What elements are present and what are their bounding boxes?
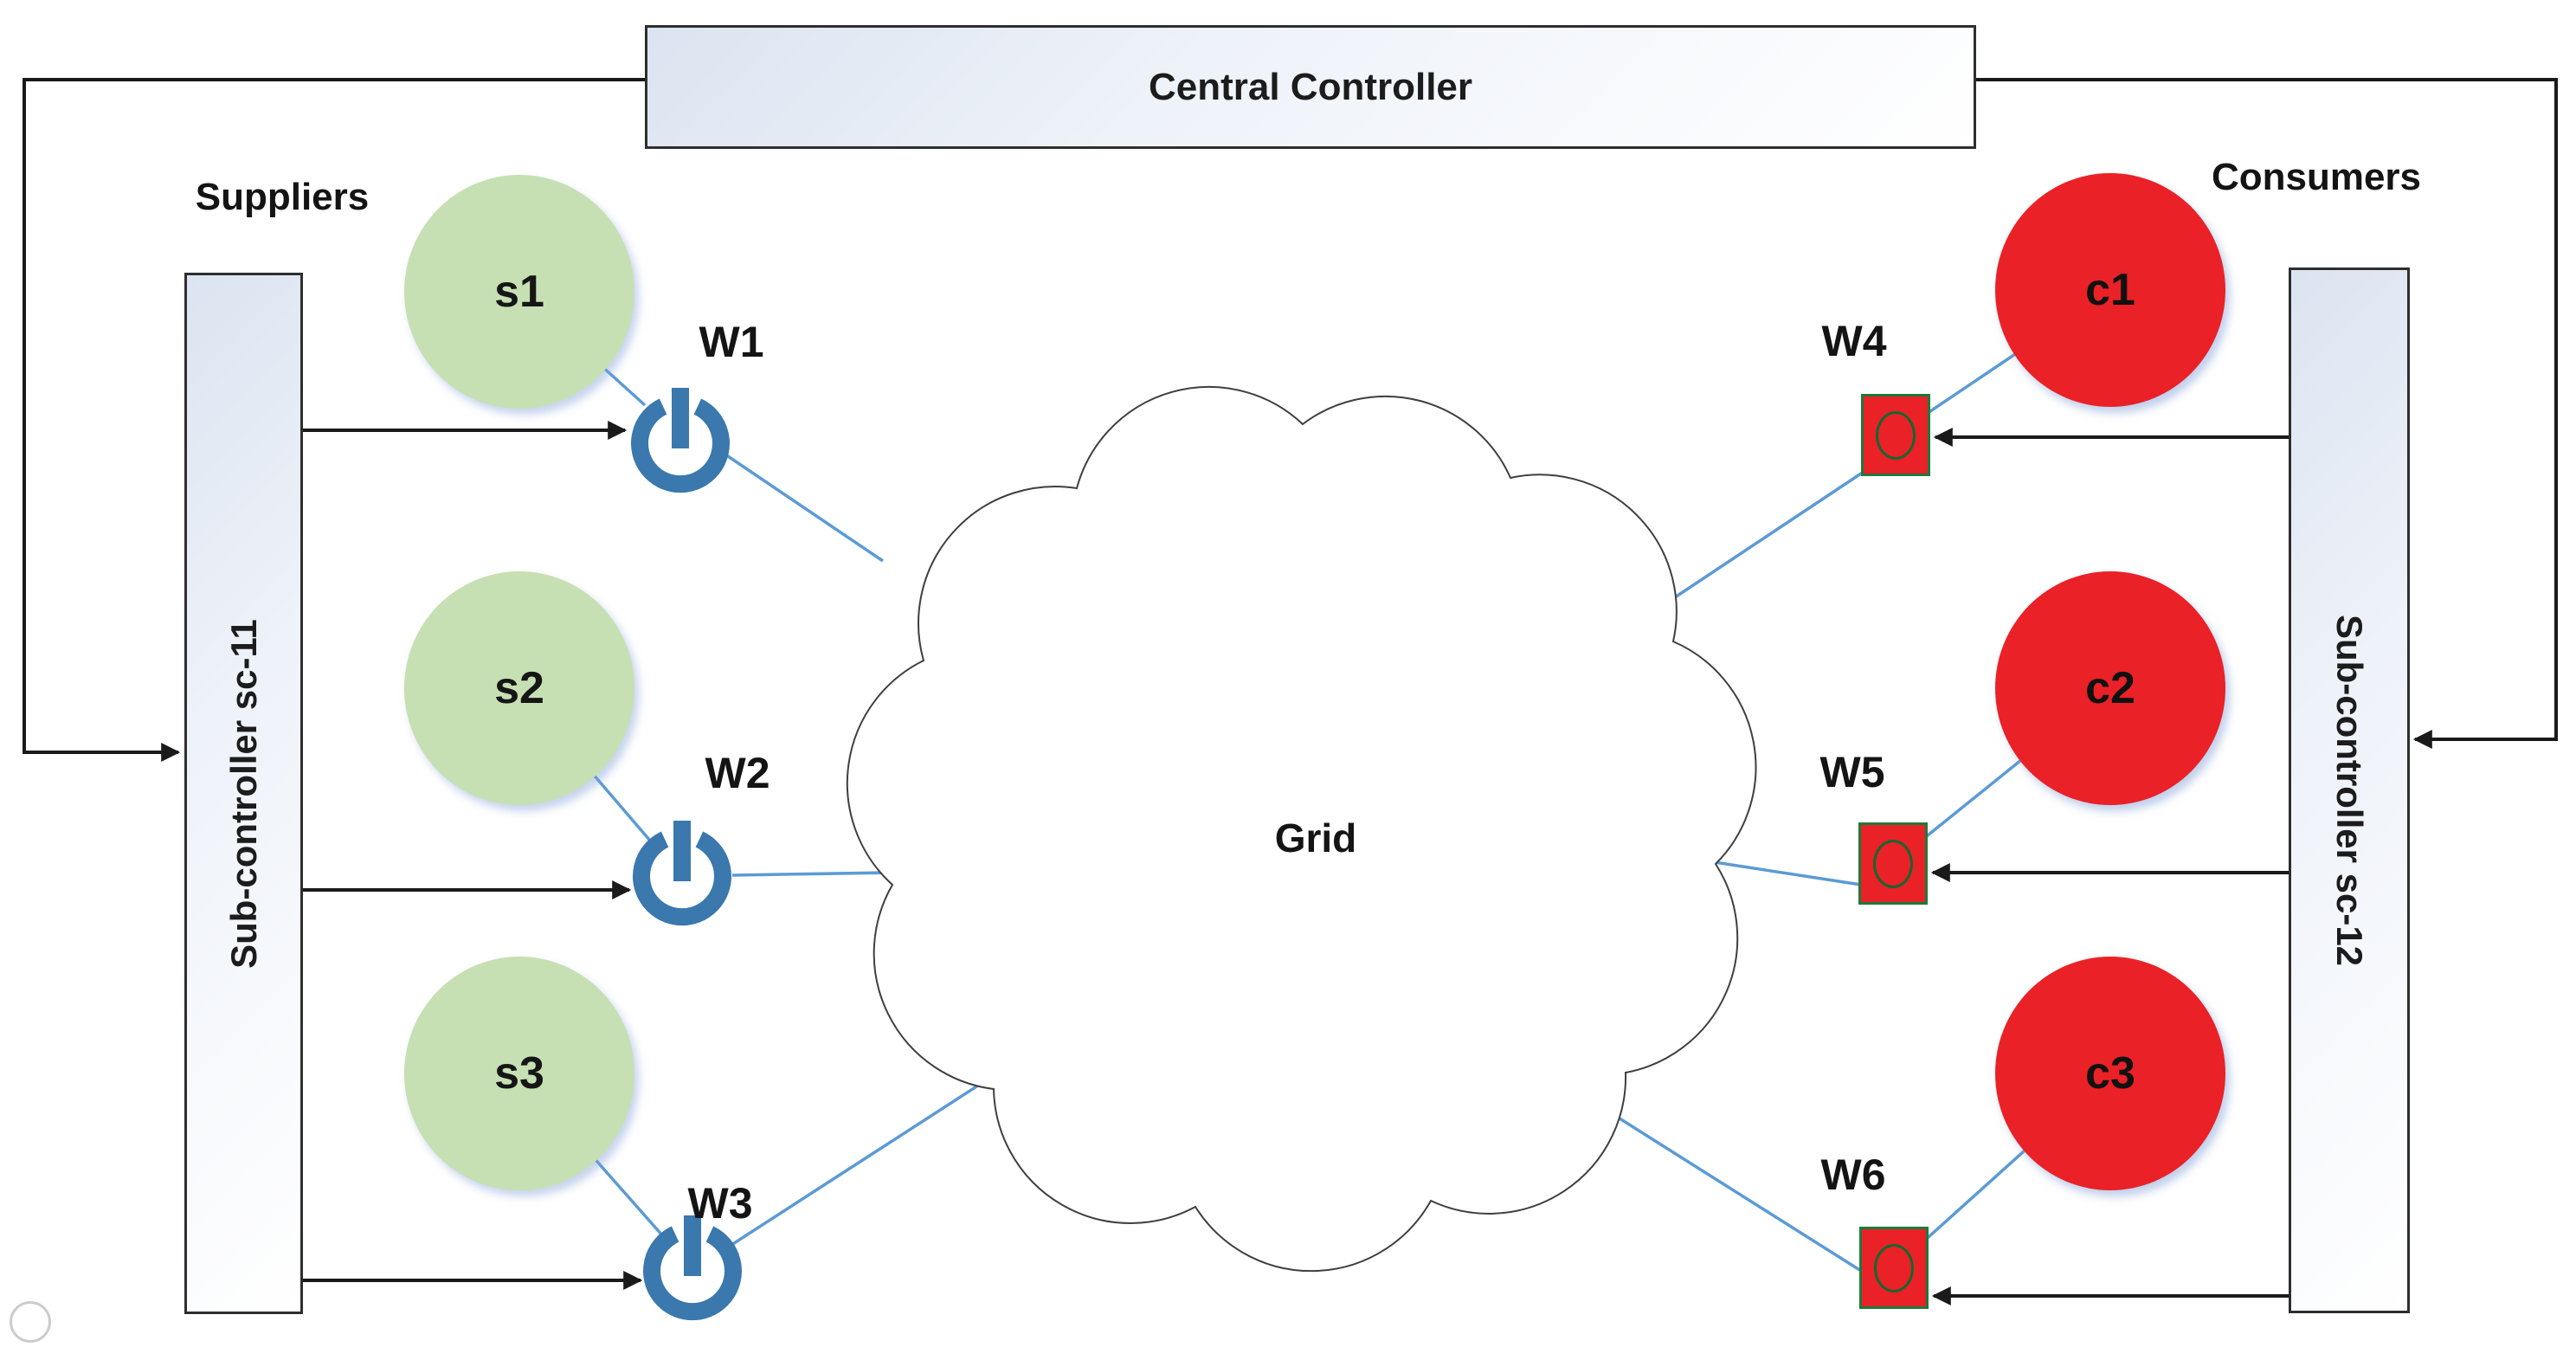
consumers-group-label: Consumers	[2211, 156, 2422, 198]
switch-label-w2: W2	[705, 749, 770, 797]
power-switch-icon-w2	[633, 821, 731, 926]
supplier-node-label: s3	[494, 1048, 544, 1099]
switch-label-w4: W4	[1821, 317, 1887, 365]
consumer-node-c2: c2	[1995, 571, 2225, 805]
sub-controller-left-label: Sub-controller sc-11	[222, 618, 264, 969]
power-switch-icon-w3	[643, 1215, 742, 1321]
sub-controller-right-box: Sub-controller sc-12	[2289, 267, 2410, 1313]
link-w6-grid	[1609, 1111, 1862, 1273]
sub-controller-right-label: Sub-controller sc-12	[2329, 614, 2371, 967]
feedback-line-left	[23, 78, 647, 762]
breaker-contact-circle	[1874, 1243, 1914, 1292]
consumer-node-label: c1	[2085, 265, 2135, 315]
supplier-node-label: s1	[494, 267, 544, 317]
feedback-line-right	[1974, 78, 2558, 749]
central-controller-box: Central Controller	[645, 25, 1976, 149]
grid-label: Grid	[1274, 815, 1357, 860]
consumer-node-c3: c3	[1995, 957, 2225, 1190]
link-w4-grid	[1661, 468, 1867, 608]
link-w5-grid	[1703, 859, 1862, 886]
breaker-contact-circle	[1873, 839, 1913, 888]
consumer-node-label: c2	[2085, 663, 2135, 713]
decorative-circle	[10, 1301, 51, 1343]
breaker-switch-w4	[1861, 394, 1930, 476]
consumer-node-label: c3	[2085, 1048, 2135, 1099]
central-controller-label: Central Controller	[1148, 65, 1473, 108]
breaker-contact-circle	[1876, 410, 1916, 460]
switch-label-w5: W5	[1819, 748, 1885, 796]
switch-label-w1: W1	[699, 318, 764, 366]
suppliers-group-label: Suppliers	[195, 176, 370, 218]
link-w3-grid	[728, 1061, 1014, 1248]
sub-controller-left-box: Sub-controller sc-11	[184, 273, 303, 1314]
power-switch-icon-w1	[631, 388, 730, 493]
grid-cloud	[846, 385, 1757, 1273]
switch-label-w3: W3	[687, 1179, 753, 1228]
switch-label-w6: W6	[1820, 1151, 1886, 1199]
supplier-node-s1: s1	[404, 175, 634, 409]
consumer-node-c1: c1	[1995, 173, 2225, 407]
link-w1-grid	[724, 453, 884, 563]
supplier-node-label: s2	[494, 663, 544, 713]
supplier-node-s2: s2	[404, 571, 634, 805]
supplier-node-s3: s3	[404, 957, 634, 1190]
breaker-switch-w5	[1858, 822, 1928, 905]
control-connectors	[23, 78, 2558, 1305]
breaker-switch-w6	[1859, 1227, 1929, 1309]
